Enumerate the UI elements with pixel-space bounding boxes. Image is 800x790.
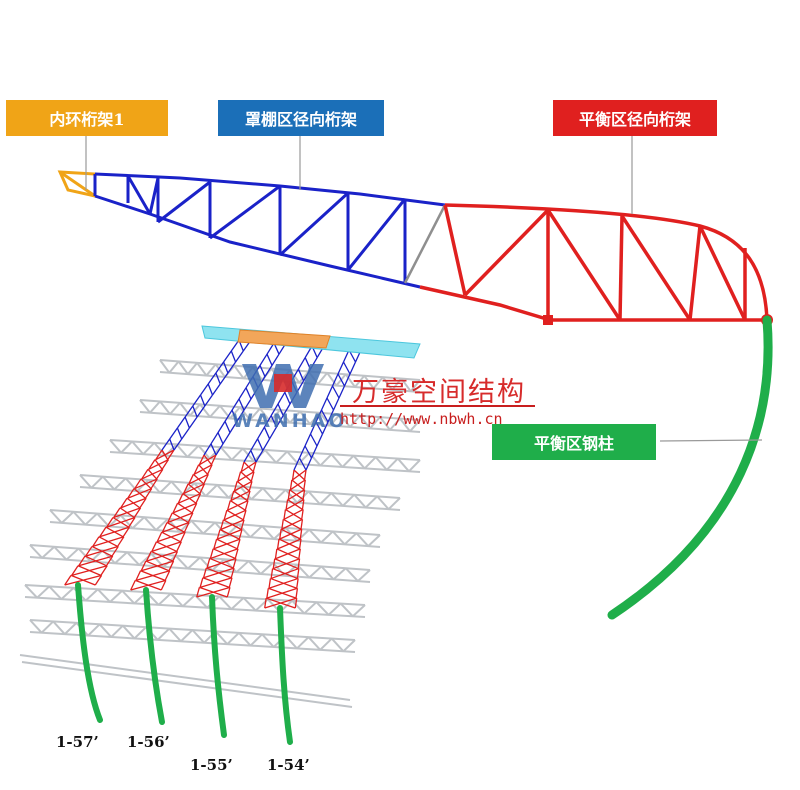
- axis-label-1-54: 1-54’: [267, 756, 310, 774]
- balance-steel-column: [607, 315, 773, 620]
- axis-label-1-57: 1-57’: [56, 733, 99, 751]
- axis-label-1-56: 1-56’: [127, 733, 170, 751]
- transition-member: [403, 204, 447, 284]
- steel-column-tag: 平衡区钢柱: [492, 424, 656, 460]
- cantilever-radial-truss: [93, 172, 446, 289]
- wanhao-logo-icon: [240, 362, 326, 410]
- grey-ring-trusses: [19, 359, 421, 708]
- balance-truss-tag: 平衡区径向桁架: [553, 100, 717, 136]
- leader-lines: [85, 136, 763, 442]
- watermark-url: http://www.nbwh.cn: [340, 410, 503, 428]
- watermark-underline: [340, 405, 535, 407]
- watermark-chinese: 万豪空间结构: [352, 377, 526, 408]
- inner-ring-3d: [201, 325, 421, 359]
- inner-ring-truss: [57, 170, 97, 198]
- red-balance-trusses-3d: [64, 449, 307, 609]
- cantilever-truss-tag: 罩棚区径向桁架: [218, 100, 384, 136]
- joint-node: [543, 315, 553, 325]
- axis-label-1-55: 1-55’: [190, 756, 233, 774]
- green-columns-3d: [75, 582, 293, 745]
- inner-ring-truss-tag: 内环桁架1: [6, 100, 168, 136]
- watermark-brand: WANHAO: [232, 410, 348, 432]
- balance-radial-truss: [419, 203, 769, 322]
